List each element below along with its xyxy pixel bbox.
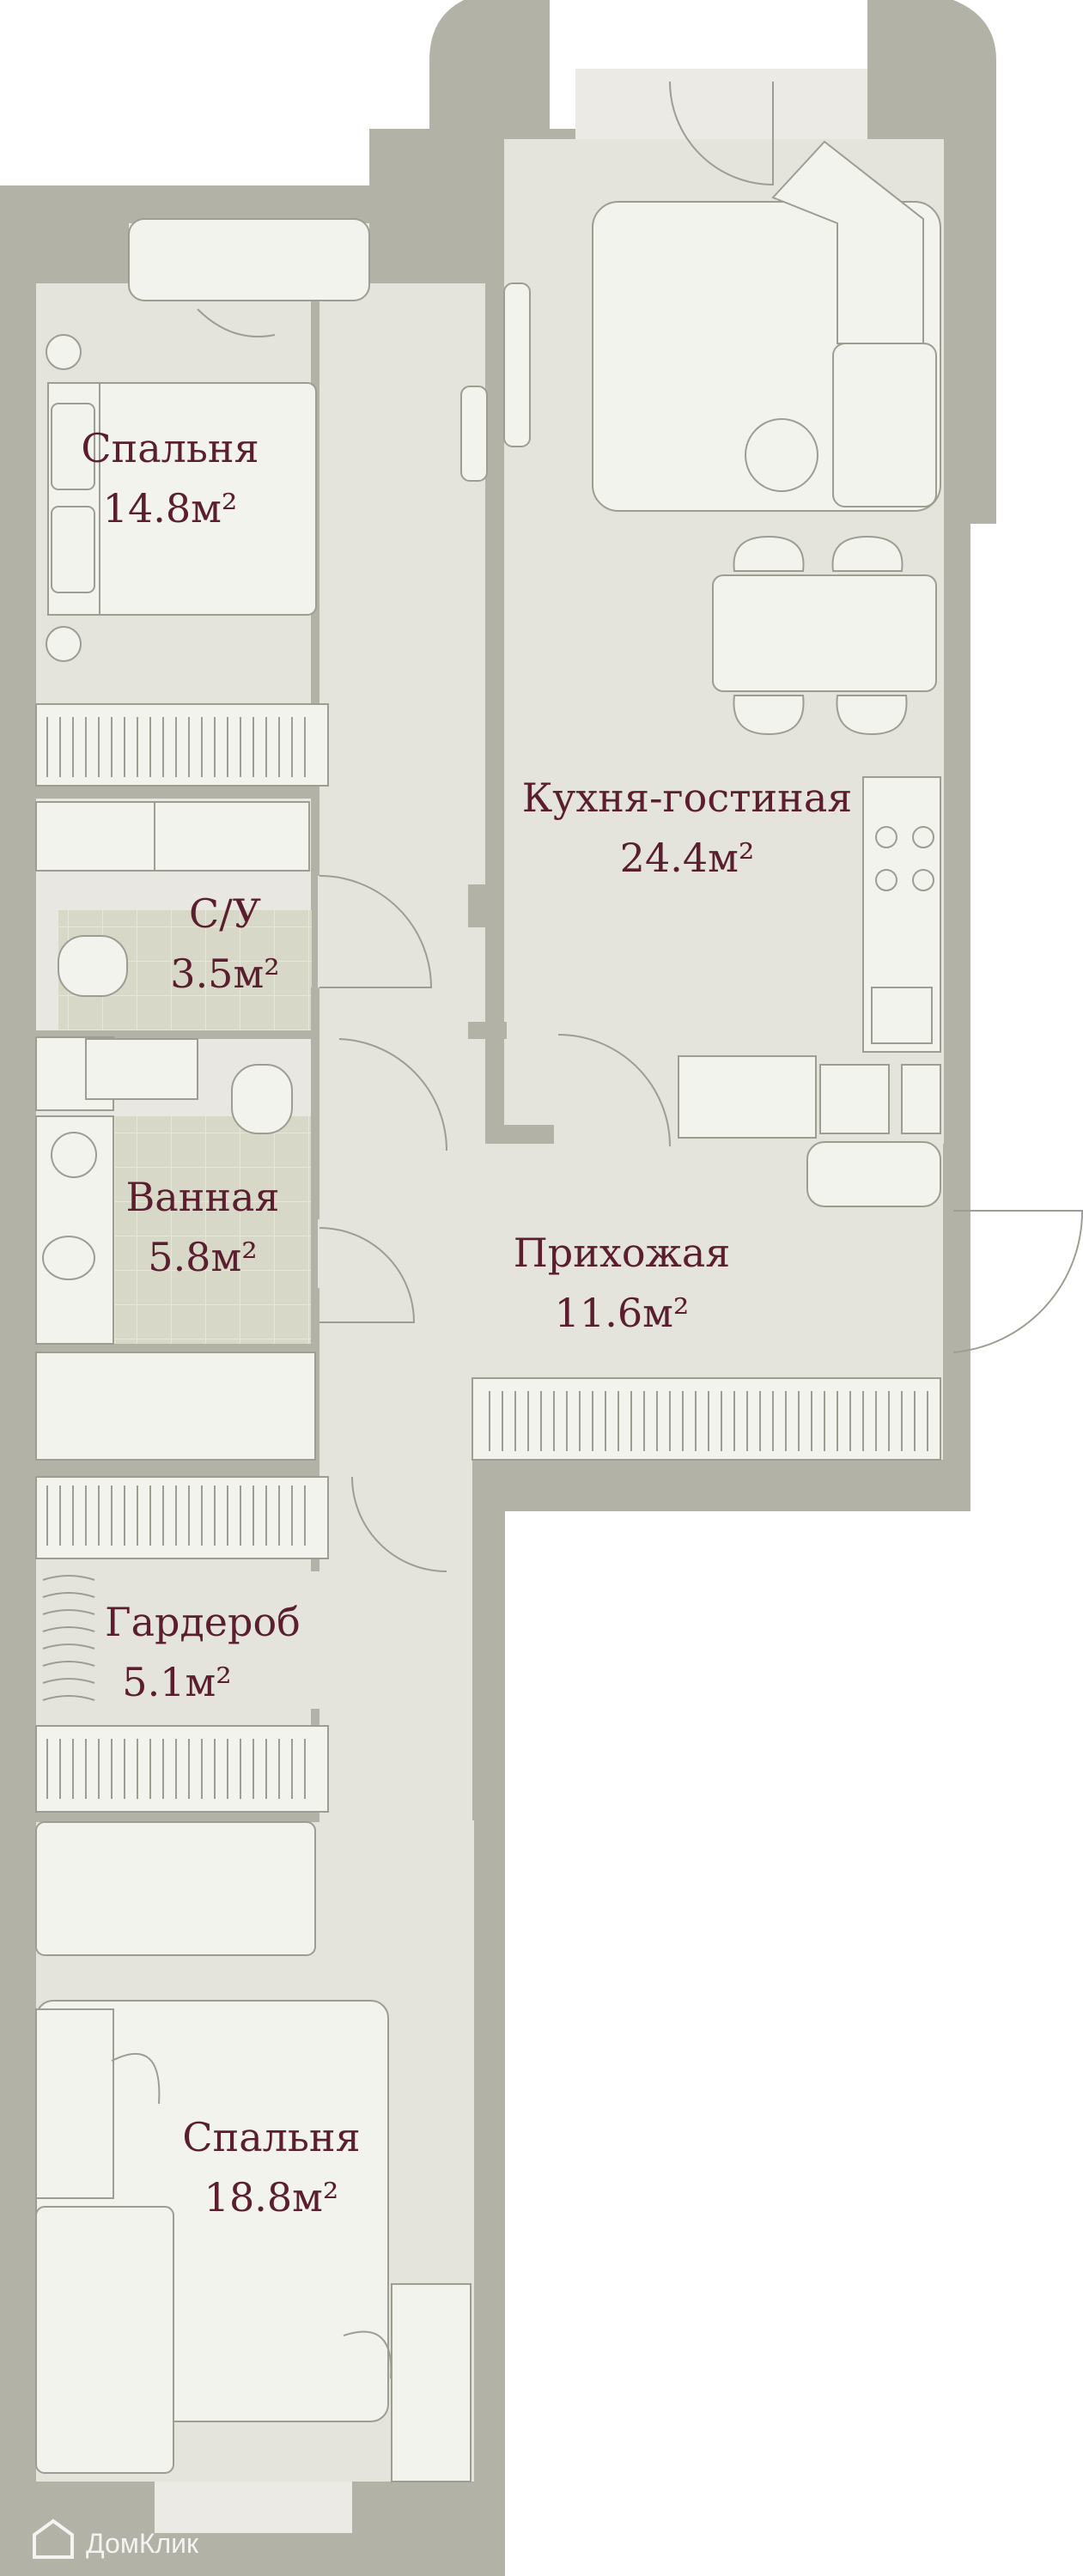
watermark-text: ДомКлик xyxy=(86,2528,199,2559)
room-name-kitchen: Кухня-гостиная xyxy=(522,775,853,821)
room-area-wardrobe: 5.1м² xyxy=(122,1659,231,1705)
room-area-wc: 3.5м² xyxy=(170,951,279,997)
room-labels: Спальня 14.8м² С/У 3.5м² Ванная 5.8м² Ку… xyxy=(81,425,852,2221)
watermark: ДомКлик xyxy=(33,2518,199,2559)
exterior xyxy=(505,524,1083,2576)
room-area-bedroom-1: 14.8м² xyxy=(103,485,238,532)
door-swings xyxy=(111,81,1083,2379)
room-name-bedroom-2: Спальня xyxy=(182,2114,360,2160)
house-icon xyxy=(33,2518,74,2559)
room-area-bath: 5.8м² xyxy=(148,1234,257,1280)
room-area-hall: 11.6м² xyxy=(555,1290,690,1336)
wall-segment xyxy=(468,1460,970,1511)
room-area-kitchen: 24.4м² xyxy=(620,835,755,881)
hanger-rails xyxy=(42,717,928,1800)
room-name-wardrobe: Гардероб xyxy=(105,1599,301,1645)
room-name-bedroom-1: Спальня xyxy=(81,425,259,471)
room-name-wc: С/У xyxy=(189,890,261,937)
room-name-hall: Прихожая xyxy=(514,1230,731,1276)
room-name-bath: Ванная xyxy=(126,1174,280,1220)
room-area-bedroom-2: 18.8м² xyxy=(204,2174,339,2221)
